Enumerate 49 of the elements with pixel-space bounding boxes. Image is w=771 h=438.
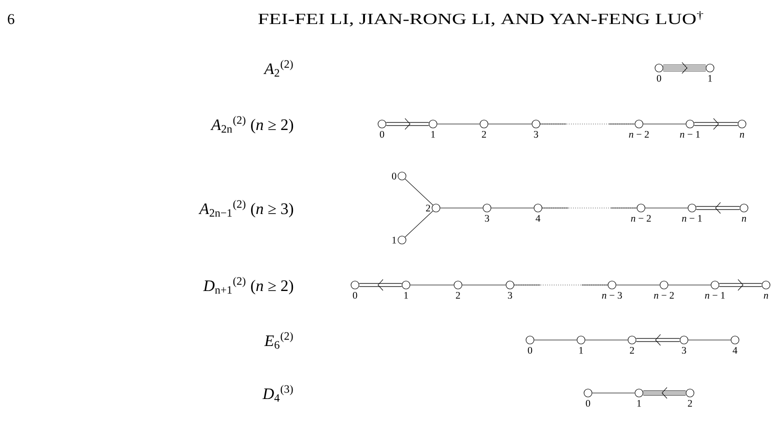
vertex-label: 0 bbox=[352, 292, 358, 299]
vertex-label: 0 bbox=[380, 130, 384, 138]
page-number: 6 bbox=[8, 14, 14, 24]
vertex-label: n − 2 bbox=[654, 292, 674, 299]
dotted-connector-line bbox=[514, 284, 608, 286]
vertex-label: 2 bbox=[426, 204, 430, 212]
vertex-label: 4 bbox=[536, 215, 540, 222]
vertex-label: 0 bbox=[392, 172, 396, 180]
connector-line bbox=[404, 178, 434, 206]
vertex-label: 0 bbox=[656, 74, 662, 82]
vertex-label: n bbox=[740, 132, 744, 138]
vertex-label: n bbox=[764, 294, 768, 299]
vertex-label: 1 bbox=[708, 75, 712, 82]
vertex-label: n − 3 bbox=[602, 292, 622, 299]
vertex-label: 1 bbox=[392, 236, 396, 244]
diagram-name: D$_{4}$(3) bbox=[262, 384, 293, 402]
connector-line bbox=[410, 284, 454, 286]
connector-line bbox=[592, 392, 635, 394]
vertex-label: 3 bbox=[682, 346, 686, 354]
diagram-name: A$_{2n−1}$$^{(2)}$ (n ≥ 3) bbox=[198, 200, 294, 218]
vertex-label: 1 bbox=[431, 131, 435, 138]
vertex-label: 3 bbox=[534, 130, 538, 138]
vertex-label: n bbox=[742, 216, 746, 222]
vertex-label: 3 bbox=[508, 292, 512, 299]
vertex-label: 2 bbox=[456, 292, 460, 299]
vertex-label: 0 bbox=[586, 400, 590, 407]
vertex-label: 2 bbox=[688, 400, 692, 407]
connector-line bbox=[616, 284, 660, 286]
vertex-label: n − 2 bbox=[631, 214, 651, 222]
vertex-label: n − 1 bbox=[682, 215, 702, 222]
connector-line bbox=[462, 284, 506, 286]
vertex-label: 0 bbox=[528, 346, 532, 354]
connector-line bbox=[668, 284, 711, 286]
connector-line bbox=[404, 210, 434, 238]
vertex-label: 4 bbox=[732, 347, 738, 354]
vertex-label: 2 bbox=[482, 130, 486, 138]
vertex-label: 1 bbox=[579, 347, 583, 354]
diagram-name: A$_{2n}$$^{(2)}$ (n ≥ 2) bbox=[210, 116, 294, 134]
vertex-label: 3 bbox=[485, 214, 490, 222]
diagram-name: A$_{2}$(2) bbox=[263, 60, 293, 77]
vertex-label: n − 1 bbox=[705, 292, 725, 299]
vertex-label: 2 bbox=[630, 346, 634, 354]
vertex-label: n − 2 bbox=[629, 130, 649, 138]
diagram-name: D$_{n+1}$$^{(2)}$ (n ≥ 2) bbox=[203, 276, 294, 294]
vertex-label: 1 bbox=[404, 292, 408, 299]
diagram-name: E$_{6}$(2) bbox=[264, 332, 293, 349]
running-header: FEI-FEI LI, JIAN-RONG LI, AND YAN-FENG LUO$^{†}$ bbox=[258, 11, 704, 26]
vertex-label: n − 1 bbox=[680, 131, 700, 138]
vertex-label: 1 bbox=[637, 400, 641, 407]
